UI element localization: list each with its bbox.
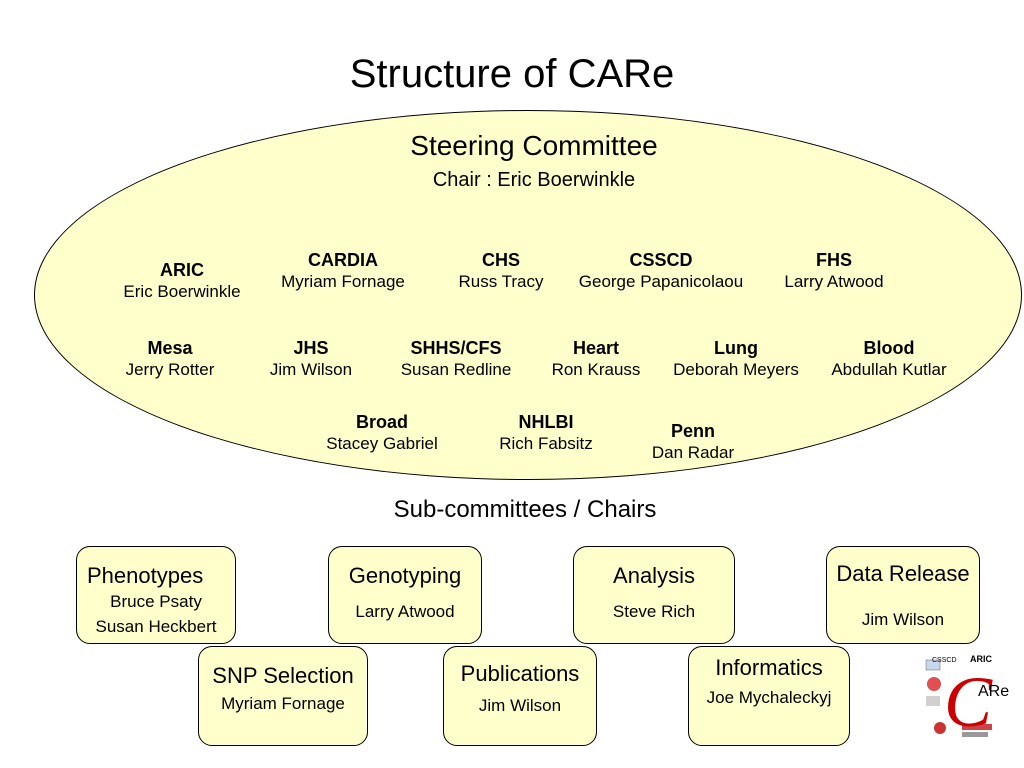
- member-name: Broad: [355, 412, 408, 432]
- member-name: Lung: [714, 338, 758, 358]
- member-person: Ron Krauss: [551, 360, 641, 379]
- member-broad: Broad Stacey Gabriel: [282, 411, 482, 455]
- logo-text: ARe: [978, 683, 1009, 700]
- logo-label-aric: ARIC: [970, 654, 992, 664]
- subcommittee-informatics: Informatics Joe Mychaleckyj: [688, 646, 850, 746]
- member-name: ARIC: [160, 260, 204, 280]
- care-logo: CSSCD ARIC C ARe: [922, 650, 1022, 742]
- member-fhs: FHS Larry Atwood: [734, 249, 934, 293]
- member-nhlbi: NHLBI Rich Fabsitz: [446, 411, 646, 455]
- subcommittee-snp-selection: SNP Selection Myriam Fornage: [198, 646, 368, 746]
- subcommittee-chair: Susan Heckbert: [95, 617, 217, 636]
- subcommittee-name: Informatics: [715, 655, 823, 680]
- subcommittee-chair: Myriam Fornage: [221, 694, 345, 713]
- member-name: Mesa: [147, 338, 193, 358]
- member-chs: CHS Russ Tracy: [401, 249, 601, 293]
- member-name: CSSCD: [629, 250, 693, 270]
- member-person: Larry Atwood: [784, 272, 884, 291]
- logo-letter-c: C: [944, 662, 993, 740]
- subcommittee-name: Phenotypes: [87, 563, 204, 588]
- subcommittee-name: Genotyping: [348, 563, 462, 588]
- subcommittee-analysis: Analysis Steve Rich: [573, 546, 735, 644]
- subcommittee-chair: Steve Rich: [612, 602, 696, 621]
- member-name: Blood: [863, 338, 915, 358]
- member-person: Susan Redline: [400, 360, 512, 379]
- member-name: CARDIA: [308, 250, 378, 270]
- subcommittee-chair: Jim Wilson: [861, 610, 945, 629]
- member-person: George Papanicolaou: [578, 272, 744, 291]
- member-person: Rich Fabsitz: [499, 434, 593, 453]
- care-logo-graphic: CSSCD ARIC C ARe: [925, 654, 1009, 742]
- subcommittee-genotyping: Genotyping Larry Atwood: [328, 546, 482, 644]
- member-person: Deborah Meyers: [673, 360, 799, 379]
- subcommittee-chair: Larry Atwood: [355, 602, 455, 621]
- member-name: Heart: [572, 338, 620, 358]
- subcommittee-chair: Bruce Psaty: [110, 592, 202, 611]
- subcommittee-phenotypes: Phenotypes Bruce Psaty Susan Heckbert: [76, 546, 236, 644]
- subcommittee-chair: Joe Mychaleckyj: [706, 688, 832, 707]
- member-person: Jerry Rotter: [125, 360, 215, 379]
- member-blood: Blood Abdullah Kutlar: [789, 337, 989, 381]
- member-name: NHLBI: [518, 412, 574, 432]
- member-lung: Lung Deborah Meyers: [636, 337, 836, 381]
- subcommittee-name: Data Release: [836, 561, 970, 586]
- page-title: Structure of CARe: [349, 52, 675, 96]
- subcommittee-data-release: Data Release Jim Wilson: [826, 546, 980, 644]
- member-cardia: CARDIA Myriam Fornage: [243, 249, 443, 293]
- member-heart: Heart Ron Krauss: [496, 337, 696, 381]
- steering-committee-chair: Chair : Eric Boerwinkle: [432, 169, 636, 191]
- member-person: Stacey Gabriel: [326, 434, 438, 453]
- member-name: CHS: [481, 250, 520, 270]
- logo-label-csscd: CSSCD: [932, 657, 957, 664]
- member-person: Dan Radar: [651, 443, 735, 462]
- member-name: Penn: [670, 421, 715, 441]
- member-name: JHS: [293, 338, 329, 358]
- member-jhs: JHS Jim Wilson: [211, 337, 411, 381]
- member-csscd: CSSCD George Papanicolaou: [561, 249, 761, 293]
- member-name: FHS: [816, 250, 852, 270]
- member-penn: Penn Dan Radar: [593, 420, 793, 464]
- subcommittee-name: Analysis: [613, 563, 695, 588]
- member-mesa: Mesa Jerry Rotter: [70, 337, 270, 381]
- subcommittee-name: SNP Selection: [212, 663, 354, 688]
- member-shhs-cfs: SHHS/CFS Susan Redline: [356, 337, 556, 381]
- member-person: Eric Boerwinkle: [123, 282, 241, 301]
- member-person: Russ Tracy: [458, 272, 544, 291]
- subcommittee-name: Publications: [460, 661, 580, 686]
- steering-committee-title: Steering Committee: [410, 130, 658, 161]
- subcommittee-chair: Jim Wilson: [478, 696, 562, 715]
- member-person: Jim Wilson: [269, 360, 353, 379]
- member-person: Myriam Fornage: [281, 272, 405, 291]
- steering-committee-ellipse: [34, 110, 1022, 480]
- subcommittees-title: Sub-committees / Chairs: [393, 496, 657, 523]
- member-person: Abdullah Kutlar: [831, 360, 947, 379]
- member-aric: ARIC Eric Boerwinkle: [82, 259, 282, 303]
- member-name: SHHS/CFS: [410, 338, 502, 358]
- subcommittee-publications: Publications Jim Wilson: [443, 646, 597, 746]
